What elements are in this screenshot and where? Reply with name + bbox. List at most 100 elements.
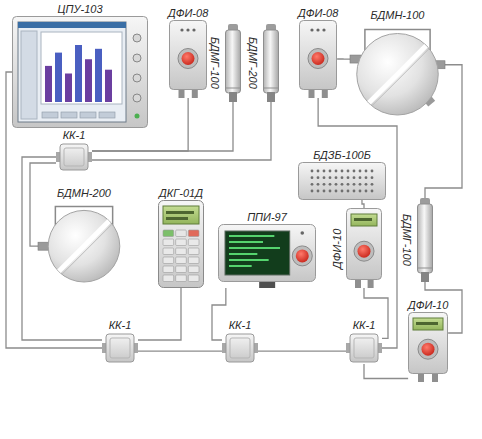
- device-label: ДФИ-10: [408, 298, 448, 312]
- grille-hole: [347, 176, 350, 179]
- tube-connector: [421, 272, 429, 282]
- device-body: [159, 201, 204, 288]
- lcd-display: [413, 318, 443, 330]
- red-button: [358, 245, 371, 258]
- device-label: КК-1: [109, 318, 132, 332]
- screen-tab: [80, 112, 96, 118]
- grille-hole: [317, 170, 320, 173]
- chart-bar: [65, 74, 72, 103]
- grille-hole: [353, 190, 356, 193]
- dfi08-illustration: [169, 20, 207, 98]
- dfi08-illustration: [299, 20, 337, 98]
- device-node: БДМГ-200: [246, 24, 280, 102]
- screen-tab: [42, 112, 58, 118]
- sphere-illustration: [38, 200, 130, 284]
- chart-bar: [75, 45, 82, 102]
- grille-hole: [323, 183, 326, 186]
- device-label: КК-1: [353, 318, 376, 332]
- grille-hole: [341, 190, 344, 193]
- keypad-key: [188, 239, 199, 246]
- chart-bar: [45, 66, 52, 102]
- keypad-key: [176, 230, 187, 237]
- grille-hole: [359, 170, 362, 173]
- screen-titlebar: [18, 22, 126, 28]
- monitor-button: [133, 34, 141, 42]
- button-ring: [178, 49, 198, 69]
- kk-illustration: [222, 332, 258, 364]
- grille-hole: [347, 190, 350, 193]
- sphere-body: [48, 210, 120, 282]
- grille-hole: [329, 183, 332, 186]
- screen-sidebar: [21, 31, 37, 119]
- dkg-illustration: [158, 200, 204, 288]
- sphere-body: [357, 34, 439, 116]
- grille-hole: [365, 176, 368, 179]
- screen-line: [229, 247, 280, 249]
- box-body: [106, 334, 134, 362]
- tube-body: [264, 30, 279, 93]
- cable-line: [258, 351, 346, 352]
- device-label: КК-1: [229, 318, 252, 332]
- label-holder: БДМГ-100: [208, 37, 222, 89]
- keypad-key: [188, 230, 199, 237]
- grille-hole: [341, 176, 344, 179]
- device-label: ДФИ-08: [298, 6, 338, 20]
- device-node: КК-1: [222, 318, 258, 364]
- device-label: ДФИ-10: [330, 228, 344, 268]
- cable-line: [138, 288, 181, 340]
- box-lid: [354, 338, 374, 358]
- device-body: [299, 163, 386, 200]
- device-node: ДФИ-08: [298, 6, 338, 98]
- device-node: ДФИ-08: [168, 6, 208, 98]
- device-label: ДФИ-08: [168, 6, 208, 20]
- cable-line: [138, 351, 222, 352]
- red-button: [182, 52, 195, 65]
- indicator-dot: [300, 231, 304, 235]
- bdzb-illustration: [298, 162, 386, 200]
- chart-bar: [105, 70, 112, 102]
- button-ring: [308, 49, 328, 69]
- device-label: КК-1: [63, 128, 86, 142]
- cable-line: [337, 58, 350, 59]
- grille-hole: [329, 170, 332, 173]
- cable-line: [362, 200, 364, 208]
- sphere-band: [59, 221, 109, 271]
- screen-tab: [61, 112, 77, 118]
- indicator-dot: [187, 28, 190, 31]
- tube-connector: [267, 92, 275, 102]
- device-body: [347, 209, 382, 280]
- chart-bar: [55, 53, 62, 102]
- monitor-frame: [13, 17, 148, 128]
- kk-illustration: [346, 332, 382, 364]
- monitor-button: [133, 94, 141, 102]
- cable-line: [212, 288, 226, 340]
- screen-line: [229, 241, 263, 243]
- device-node: БДМГ-100: [400, 198, 434, 282]
- tube-illustration: [262, 24, 280, 102]
- device-node: КК-1: [56, 128, 92, 172]
- device-node: ЦПУ-103: [12, 2, 148, 128]
- grille-hole: [371, 176, 374, 179]
- device-label: БДМН-100: [371, 8, 425, 22]
- dfi10-illustration: [346, 208, 382, 288]
- indicator-dot: [311, 28, 314, 31]
- grille-hole: [365, 183, 368, 186]
- grille-hole: [371, 190, 374, 193]
- grille-hole: [317, 190, 320, 193]
- device-label: ППИ-97: [247, 210, 287, 224]
- device-node: БДЗБ-100Б: [298, 148, 386, 200]
- grille-hole: [353, 170, 356, 173]
- label-holder: ДФИ-10: [330, 228, 344, 269]
- box-body: [60, 144, 88, 170]
- device-node: ДФИ-10: [408, 298, 448, 382]
- grille-hole: [311, 176, 314, 179]
- chart-bar: [85, 59, 92, 102]
- screen-line: [229, 259, 269, 261]
- device-node: ППИ-97: [218, 210, 316, 288]
- grille-hole: [359, 183, 362, 186]
- red-button: [296, 249, 309, 262]
- monitor-screen: [18, 22, 126, 122]
- grille-hole: [347, 183, 350, 186]
- tube-ring: [264, 88, 278, 89]
